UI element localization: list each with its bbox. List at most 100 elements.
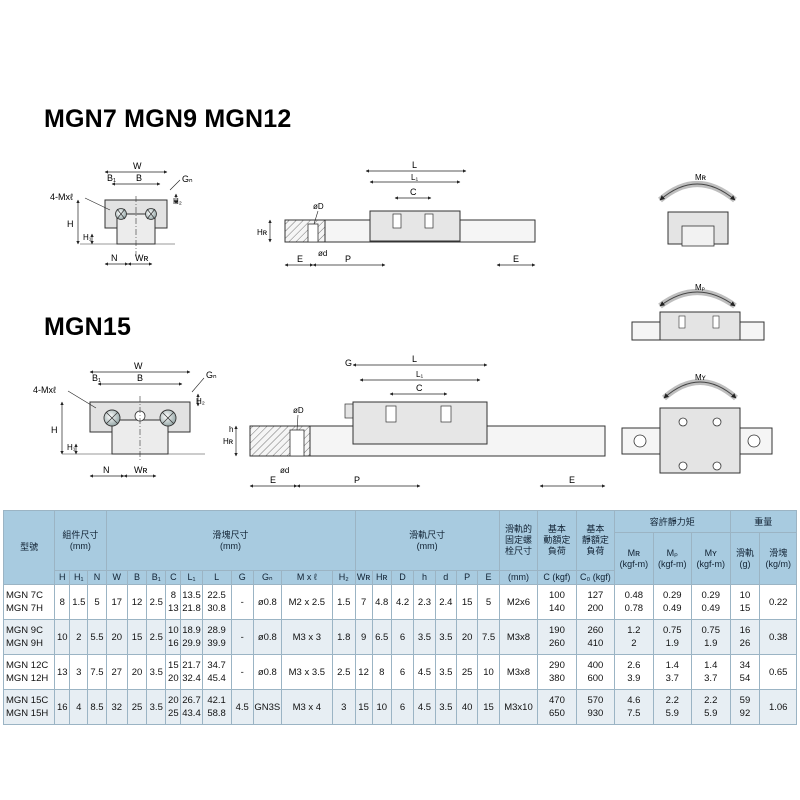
cell-E: 5 [477, 584, 500, 620]
header-assembly-2: N [87, 570, 107, 585]
cell-h: 4.5 [413, 654, 436, 690]
moment-mr-diagram: Mʀ [658, 173, 737, 247]
cross-section-small: W B₁ B Gₙ 4-Mxℓ H H₁ H₂ N Wʀ [50, 161, 193, 266]
cell-Mxl: M3 x 3 [280, 619, 333, 655]
dim-h2: H₂ [173, 197, 182, 206]
header-assembly: 組件尺寸(mm) [54, 510, 107, 571]
cell-G: - [230, 619, 254, 655]
cell-N: 7.5 [87, 654, 107, 690]
cell-HR: 10 [371, 689, 392, 725]
cell-H1: 4 [69, 689, 89, 725]
header-bolt-unit: (mm) [498, 570, 539, 585]
dim-h1-15: H₁ [67, 443, 76, 452]
dim-h-15: H [51, 425, 58, 435]
header-weight-1: 滑塊(kg/m) [759, 532, 797, 585]
dim-l: L [412, 160, 417, 170]
header-assembly-0: H [54, 570, 71, 585]
cell-W: 17 [105, 584, 128, 620]
cell-Gn: GN3S [252, 689, 282, 725]
cell-H1: 3 [69, 654, 89, 690]
header-rail-6: E [477, 570, 500, 585]
header-moment-1: Mₚ(kgf-m) [652, 532, 693, 585]
dim-b: B [136, 173, 142, 183]
label-mr: Mʀ [695, 173, 707, 182]
cell-d: 3.5 [434, 619, 457, 655]
dim-e-right-15: E [569, 475, 575, 485]
header-moment-0: Mʀ(kgf-m) [614, 532, 654, 585]
header-rail-4: d [434, 570, 457, 585]
cell-Gn: ø0.8 [252, 654, 282, 690]
header-rail: 滑軌尺寸(mm) [354, 510, 500, 571]
cell-B: 15 [126, 619, 148, 655]
header-moment-2: Mʏ(kgf-m) [691, 532, 731, 585]
header-rail-2: D [390, 570, 415, 585]
cell-WR: 7 [354, 584, 373, 620]
cell-HR: 8 [371, 654, 392, 690]
cell-bolt: M2x6 [498, 584, 539, 620]
dim-d: ød [318, 249, 327, 258]
dim-n: N [111, 253, 118, 263]
cell-G: - [230, 584, 254, 620]
cell-WR: 15 [354, 689, 373, 725]
dim-l1: L₁ [411, 173, 418, 182]
header-assembly-unit: (mm) [69, 540, 91, 551]
dim-h-15-rail: h [229, 425, 233, 434]
dim-e-left-15: E [270, 475, 276, 485]
side-view-small: L L₁ C øD ød Hʀ E P E [257, 160, 536, 267]
dim-l-15: L [412, 354, 417, 364]
dim-gn: Gₙ [182, 174, 193, 184]
header-block-7: Gₙ [252, 570, 282, 585]
spec-table: 型號 組件尺寸(mm) 滑塊尺寸(mm) 滑軌尺寸(mm) 滑軌的固定螺栓尺寸 … [2, 510, 797, 725]
cell-H: 10 [54, 619, 71, 655]
dim-b1: B₁ [107, 173, 116, 183]
cell-bolt: M3x8 [498, 619, 539, 655]
header-block-4: L₁ [180, 570, 203, 585]
cell-Gn: ø0.8 [252, 619, 282, 655]
dim-b-15: B [137, 373, 143, 383]
cell-HR: 6.5 [371, 619, 392, 655]
title-mgn7-mgn9-mgn12: MGN7 MGN9 MGN12 [44, 105, 292, 133]
header-weight-0: 滑軌(g) [729, 532, 761, 585]
dim-w-15: W [134, 361, 143, 371]
cell-h: 4.5 [413, 689, 436, 725]
cell-B1: 2.5 [146, 584, 167, 620]
cell-H2: 1.5 [331, 584, 356, 620]
cell-Mxl: M2 x 2.5 [280, 584, 333, 620]
cell-N: 5 [87, 584, 107, 620]
header-moment: 容許靜力矩 [614, 510, 731, 533]
header-block-label: 滑塊尺寸 [212, 529, 249, 540]
header-block-3: C [165, 570, 182, 585]
header-block-5: L [201, 570, 232, 585]
header-block: 滑塊尺寸(mm) [105, 510, 356, 571]
cell-D: 6 [390, 689, 415, 725]
header-model: 型號 [2, 510, 56, 585]
dim-p: P [345, 254, 351, 264]
cell-B1: 3.5 [146, 654, 167, 690]
cell-B1: 3.5 [146, 689, 167, 725]
header-rail-5: P [455, 570, 479, 585]
dim-l1-15: L₁ [416, 370, 423, 379]
cell-H2: 2.5 [331, 654, 356, 690]
cell-E: 15 [477, 689, 500, 725]
cell-H1: 1.5 [69, 584, 89, 620]
cell-B: 25 [126, 689, 148, 725]
